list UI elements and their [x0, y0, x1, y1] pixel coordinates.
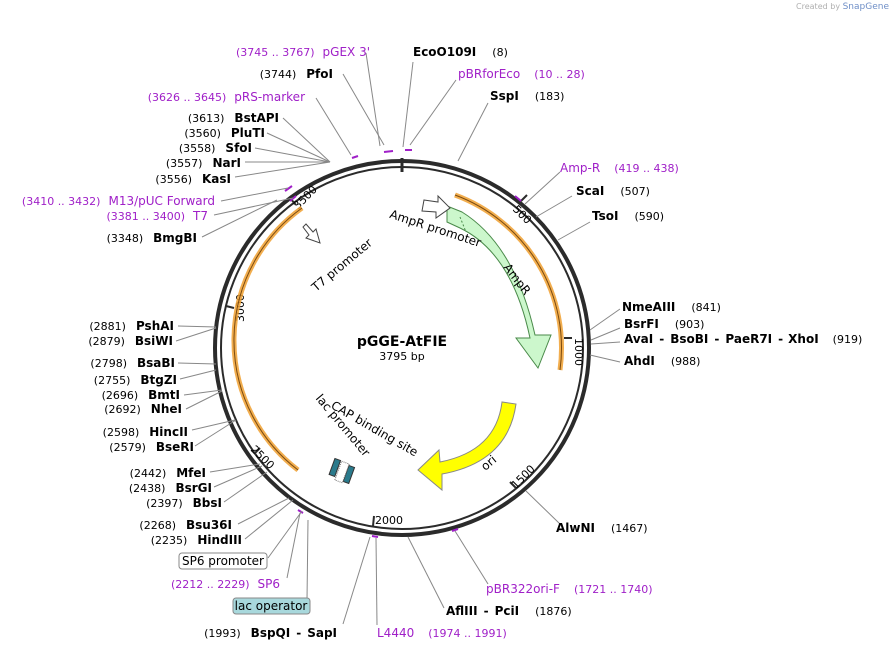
- snapgene-brand: SnapGene: [842, 2, 889, 12]
- leader-lines: [175, 52, 621, 626]
- label-bsabi: (2798)BsaBI: [90, 356, 175, 370]
- label-pgex3: (3745 .. 3767)pGEX 3': [236, 45, 370, 59]
- label-afliii-pcii: AflIII-PciI(1876): [446, 604, 572, 618]
- label-sspi: SspI(183): [490, 89, 564, 103]
- label-tsoi: TsoI(590): [592, 209, 664, 223]
- tick-1000: 1000: [572, 338, 585, 366]
- label-bstapi: (3613)BstAPI: [188, 111, 279, 125]
- snapgene-credit: Created by SnapGene: [796, 2, 889, 12]
- label-bsrfi: BsrFI(903): [624, 317, 704, 331]
- label-nmeaiii: NmeAIII(841): [622, 300, 721, 314]
- label-t7: (3381 .. 3400)T7: [106, 209, 208, 223]
- t7-promoter-arrow: [302, 223, 321, 244]
- tick-2000: 2000: [375, 514, 403, 527]
- label-mfei: (2442)MfeI: [130, 466, 206, 480]
- label-btgzi: (2755)BtgZI: [94, 373, 177, 387]
- label-hindiii: (2235)HindIII: [151, 533, 242, 547]
- ampr-arrow: [446, 205, 552, 370]
- label-kasi: (3556)KasI: [155, 172, 231, 186]
- label-l4440: L4440(1974 .. 1991): [377, 626, 507, 640]
- label-bsrgi: (2438)BsrGI: [129, 481, 212, 495]
- label-bbsi: (2397)BbsI: [146, 496, 222, 510]
- tick-1500: 1500: [509, 462, 538, 491]
- cap-box: [342, 464, 356, 485]
- plasmid-size: 3795 bp: [379, 350, 424, 363]
- label-ecoo109i: EcoO109I(8): [413, 45, 508, 59]
- label-bspqi-sapi: (1993)BspQI-SapI: [204, 626, 337, 640]
- t7-promoter-label: T7 promoter: [308, 236, 375, 295]
- label-pfoi: (3744)PfoI: [260, 67, 333, 81]
- sp6-promoter-box: SP6 promoter: [178, 552, 268, 570]
- label-pshai: (2881)PshAI: [89, 319, 174, 333]
- plasmid-name: pGGE-AtFIE: [357, 334, 447, 350]
- label-bsu36i: (2268)Bsu36I: [139, 518, 232, 532]
- ori-arrow: [417, 401, 517, 492]
- label-bmti: (2696)BmtI: [102, 388, 180, 402]
- label-ahdi: AhdI(988): [624, 354, 700, 368]
- svg-text:lac operator: lac operator: [235, 599, 308, 613]
- label-pbrforeco: pBRforEco(10 .. 28): [458, 67, 585, 81]
- lac-promoter-box: [328, 457, 342, 478]
- label-amp-r: Amp-R(419 .. 438): [560, 161, 679, 175]
- ampr-promoter-arrow: [421, 194, 451, 219]
- label-bmgbi: (3348)BmgBI: [107, 231, 197, 245]
- label-nari: (3557)NarI: [166, 156, 241, 170]
- label-avai-group: AvaI-BsoBI-PaeR7I-XhoI(919): [624, 332, 862, 346]
- lac-operator-box: lac operator: [232, 597, 311, 615]
- label-prs-marker: (3626 .. 3645)pRS-marker: [148, 90, 305, 104]
- label-plutI: (3560)PluTI: [184, 126, 265, 140]
- label-m13: (3410 .. 3432)M13/pUC Forward: [22, 194, 215, 208]
- label-sfoi: (3558)SfoI: [179, 141, 252, 155]
- svg-text:SP6 promoter: SP6 promoter: [182, 554, 264, 568]
- label-hincii: (2598)HincII: [103, 425, 188, 439]
- label-sp6: (2212 .. 2229)SP6: [171, 577, 280, 591]
- label-bsiwi: (2879)BsiWI: [88, 334, 173, 348]
- label-alwni: AlwNI(1467): [556, 521, 648, 535]
- label-scai: ScaI(507): [576, 184, 650, 198]
- label-bseri: (2579)BseRI: [109, 440, 194, 454]
- label-nhei: (2692)NheI: [104, 402, 182, 416]
- label-pbr322ori: pBR322ori-F(1721 .. 1740): [486, 582, 653, 596]
